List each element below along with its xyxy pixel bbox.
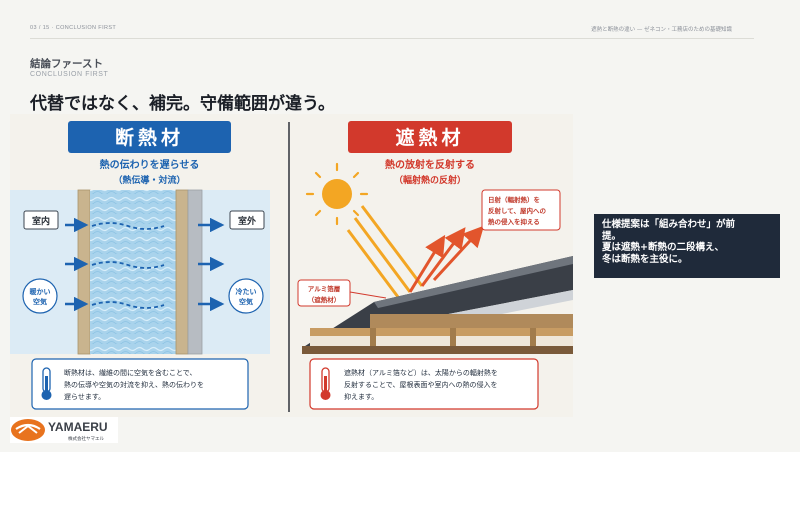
insulation-description-line: 断熱材は、繊維の間に空気を含むことで、 [64, 368, 197, 377]
indoor-label-box [23, 210, 59, 230]
insulation-panel: 断熱材 熱の伝わりを遅らせる （熱伝導・対流） 室内 室外 [10, 121, 270, 410]
callout-line: 提。 [602, 230, 622, 242]
insulation-description-box [31, 358, 249, 410]
cold-air-label: 空気 [239, 297, 253, 306]
document-title: 遮熱と断熱の違い — ゼネコン・工務店のための基礎知識 [591, 27, 732, 33]
reflection-note-line: 日射（輻射熱）を [488, 195, 540, 204]
callout-line: 冬は断熱を主役に。 [602, 253, 688, 265]
reflective-title: 遮熱材 [395, 126, 464, 149]
headline: 代替ではなく、補完。守備範囲が違う。 [30, 94, 335, 114]
solar-rays [346, 205, 424, 298]
sun-icon [305, 162, 369, 226]
reflective-panel: 遮熱材 熱の放射を反射する （輻射熱の反射） [297, 121, 573, 410]
reflective-description-line: 反射することで、屋根表面や室内への熱の侵入を [344, 380, 498, 389]
thermometer-icon [41, 367, 52, 400]
logo-company-name: 株式会社ヤマエル [68, 435, 104, 442]
insulation-fiber [90, 190, 176, 354]
exterior-siding [187, 189, 203, 355]
foil-label: アルミ箔層 [308, 284, 340, 293]
reflective-description-line: 遮熱材（アルミ箔など）は、太陽からの輻射熱を [344, 368, 498, 377]
foil-pointer [349, 291, 387, 299]
warm-air-badge [22, 278, 58, 314]
warm-air-label: 暖かい [30, 287, 51, 296]
header-divider [30, 38, 754, 39]
heat-wave [91, 261, 165, 269]
insulation-title: 断熱材 [115, 126, 184, 149]
roof-illustration [302, 256, 573, 354]
cold-air-label: 冷たい [236, 287, 257, 296]
indoor-label: 室内 [32, 215, 50, 227]
heat-flow-arrows [65, 217, 225, 312]
slide: 03 / 15 · CONCLUSION FIRST 遮熱と断熱の違い — ゼネ… [0, 0, 800, 452]
foil-label-box [297, 279, 351, 307]
foil-label: （遮熱材） [308, 295, 341, 304]
reflective-subtitle-2: （輻射熱の反射） [394, 174, 466, 186]
reflection-note-line: 熱の侵入を抑える [488, 217, 540, 226]
section-subtitle: CONCLUSION FIRST [30, 71, 109, 78]
page-label: 03 / 15 · CONCLUSION FIRST [30, 25, 117, 31]
reflection-note-box [481, 189, 561, 231]
thermometer-icon [320, 367, 331, 400]
insulation-description-line: 遅らせます。 [64, 393, 105, 401]
company-logo: YAMAERU 株式会社ヤマエル [10, 417, 118, 443]
inner-board [77, 189, 91, 355]
reflective-title-box [348, 121, 512, 153]
insulation-description-line: 熱の伝導や空気の対流を抑え、熱の伝わりを [64, 380, 204, 389]
insulation-subtitle-2: （熱伝導・対流） [113, 174, 185, 186]
yamaeru-logo-mark [11, 419, 45, 441]
insulation-title-box [68, 121, 231, 153]
insulation-subtitle: 熱の伝わりを遅らせる [100, 158, 200, 171]
section-title: 結論ファースト [30, 58, 103, 70]
reflective-subtitle: 熱の放射を反射する [385, 158, 475, 171]
reflective-description-box [309, 358, 539, 410]
reflection-note-line: 反射して、屋内への [488, 206, 546, 215]
outdoor-label-box [229, 210, 265, 230]
reflected-rays [408, 225, 485, 293]
cold-air-badge [228, 278, 264, 314]
outdoor-label: 室外 [238, 215, 256, 227]
callout-line: 仕様提案は「組み合わせ」が前 [602, 219, 736, 230]
outer-board [175, 189, 189, 355]
heat-wave [91, 222, 165, 230]
warm-air-label: 空気 [33, 297, 47, 306]
proposal-callout: 仕様提案は「組み合わせ」が前 提。 夏は遮熱+断熱の二段構え、 冬は断熱を主役に… [594, 214, 780, 278]
reflective-description-line: 抑えます。 [344, 392, 378, 401]
logo-wordmark: YAMAERU [48, 420, 108, 434]
callout-line: 夏は遮熱+断熱の二段構え、 [602, 242, 724, 253]
comparison-figure: 断熱材 熱の伝わりを遅らせる （熱伝導・対流） 室内 室外 [10, 114, 573, 417]
heat-wave [91, 301, 165, 309]
